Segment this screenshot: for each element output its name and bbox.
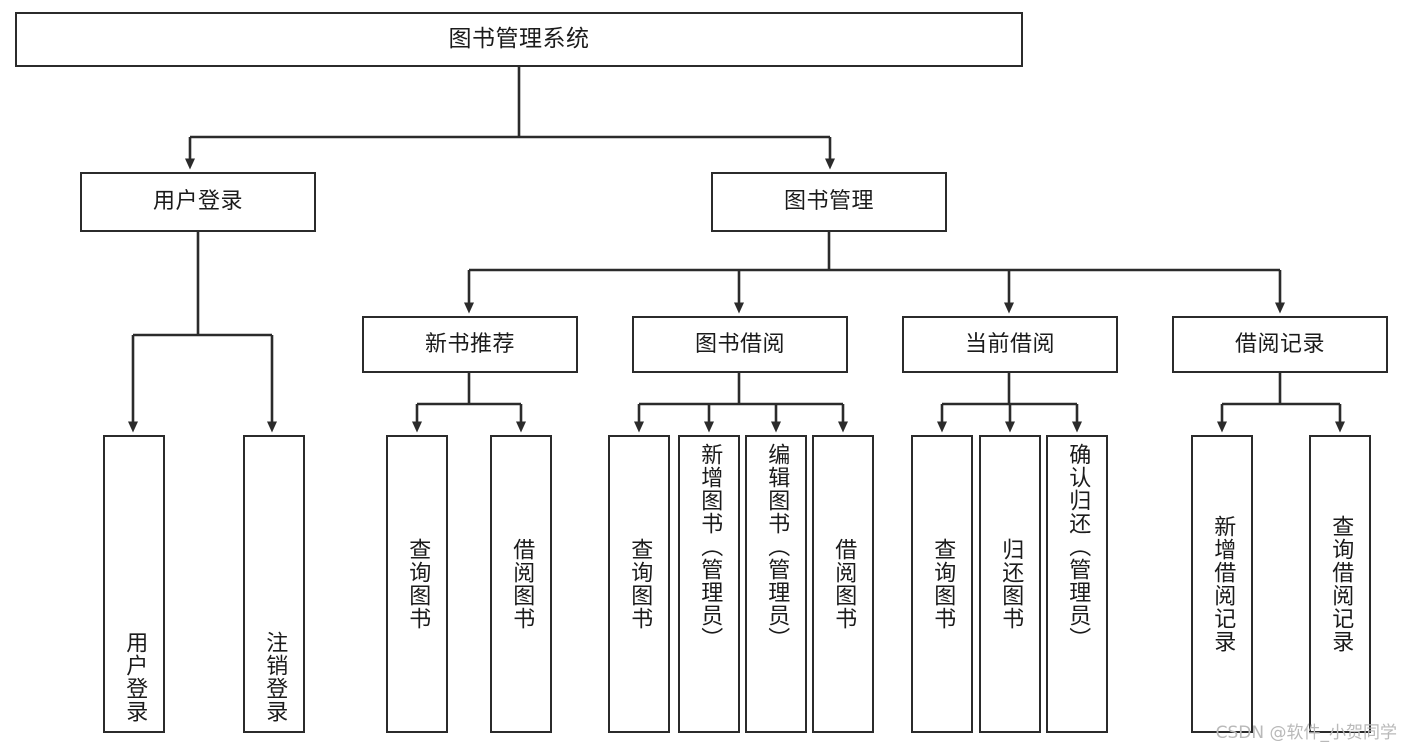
node-label: 图书借阅 [694, 331, 785, 357]
node-label: 归还图书 [998, 538, 1024, 630]
node-label: 借阅记录 [1234, 331, 1325, 357]
node-book-management[interactable]: 图书管理 [711, 172, 947, 232]
node-label: 图书管理系统 [448, 25, 590, 52]
leaf-bookborrow-query-book[interactable]: 查询图书 [608, 435, 670, 733]
node-label: 确认归还（管理员） [1065, 443, 1091, 650]
node-label: 新书推荐 [424, 331, 515, 357]
node-label: 借阅图书 [831, 538, 857, 630]
csdn-watermark: CSDN @软件_小贺同学 [1215, 723, 1397, 743]
leaf-currentborrow-return-book[interactable]: 归还图书 [979, 435, 1041, 733]
node-label: 新增图书（管理员） [697, 443, 723, 650]
leaf-currentborrow-query-book[interactable]: 查询图书 [911, 435, 973, 733]
leaf-bookborrow-edit-book-admin[interactable]: 编辑图书（管理员） [745, 435, 807, 733]
node-borrow-record[interactable]: 借阅记录 [1172, 316, 1388, 373]
leaf-newbook-query-book[interactable]: 查询图书 [386, 435, 448, 733]
node-label: 编辑图书（管理员） [764, 443, 790, 650]
node-root-book-management-system[interactable]: 图书管理系统 [15, 12, 1023, 67]
node-label: 借阅图书 [509, 538, 535, 630]
leaf-user-login[interactable]: 用户登录 [103, 435, 165, 733]
node-label: 查询图书 [930, 538, 956, 630]
leaf-borrowrecord-add-record[interactable]: 新增借阅记录 [1191, 435, 1253, 733]
node-label: 查询图书 [405, 538, 431, 630]
node-current-borrow[interactable]: 当前借阅 [902, 316, 1118, 373]
node-label: 用户登录 [122, 631, 148, 723]
node-label: 用户登录 [152, 189, 243, 215]
node-user-login[interactable]: 用户登录 [80, 172, 316, 232]
leaf-logout[interactable]: 注销登录 [243, 435, 305, 733]
leaf-bookborrow-borrow-book[interactable]: 借阅图书 [812, 435, 874, 733]
leaf-borrowrecord-query-record[interactable]: 查询借阅记录 [1309, 435, 1371, 733]
leaf-bookborrow-add-book-admin[interactable]: 新增图书（管理员） [678, 435, 740, 733]
node-label: 图书管理 [783, 189, 874, 215]
node-label: 当前借阅 [964, 331, 1055, 357]
leaf-currentborrow-confirm-return-admin[interactable]: 确认归还（管理员） [1046, 435, 1108, 733]
node-label: 新增借阅记录 [1210, 515, 1236, 653]
leaf-newbook-borrow-book[interactable]: 借阅图书 [490, 435, 552, 733]
node-label: 查询图书 [627, 538, 653, 630]
node-label: 查询借阅记录 [1328, 515, 1354, 653]
node-label: 注销登录 [262, 631, 288, 723]
node-new-book-recommend[interactable]: 新书推荐 [362, 316, 578, 373]
node-book-borrow[interactable]: 图书借阅 [632, 316, 848, 373]
